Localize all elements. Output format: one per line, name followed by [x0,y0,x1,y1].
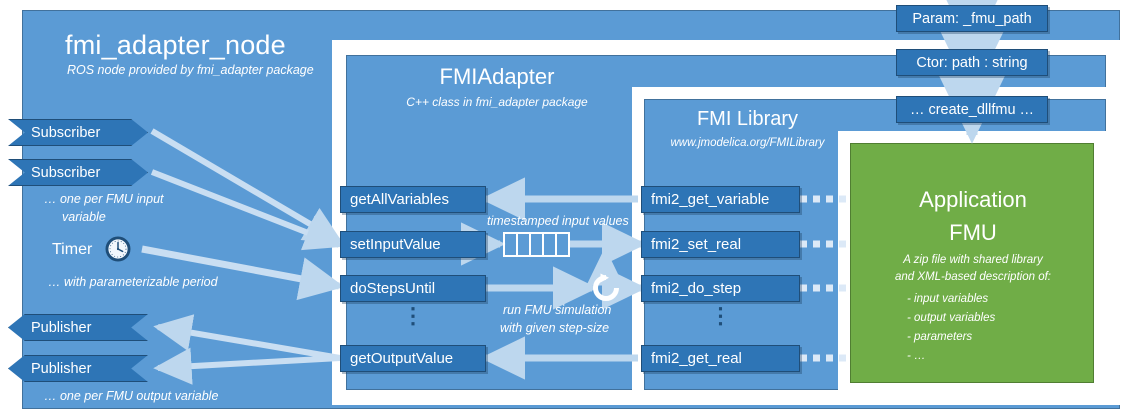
publisher-label: Publisher [31,319,92,336]
param-label: … create_dllfmu … [909,101,1035,118]
library-title: FMI Library [696,108,799,130]
function-label: fmi2_set_real [651,236,742,253]
fmu-description: A zip file with shared library and XML-b… [851,252,1095,285]
library-functions-ellipsis: ⋮ [709,303,732,328]
list-item: - input variables [907,293,989,305]
adapter-methods-ellipsis: ⋮ [402,303,424,328]
function-fmi2-set-real[interactable]: fmi2_set_real [641,231,800,258]
method-label: doStepsUntil [350,280,436,297]
list-item: - output variables [907,312,996,324]
sim-caption-line2: with given step-size [500,321,610,335]
publisher-node-1[interactable]: Publisher [8,314,148,341]
node-title: fmi_adapter_node [65,30,286,60]
library-subtitle: www.jmodelica.org/FMILibrary [670,137,825,149]
adapter-title: FMIAdapter [439,64,555,89]
publisher-node-2[interactable]: Publisher [8,355,148,382]
method-get-all-variables[interactable]: getAllVariables [340,186,486,213]
fmu-content-list: - input variables - output variables - p… [907,290,1095,366]
list-item: - parameters [907,331,973,343]
method-get-output-value[interactable]: getOutputValue [340,345,486,372]
create-dllfmu-box[interactable]: … create_dllfmu … [896,96,1048,123]
subscriber-note-line1: … one per FMU input [44,192,164,206]
input-value-buffer [503,232,570,257]
node-subtitle: ROS node provided by fmi_adapter package [67,63,314,77]
fmu-title-line1: Application [919,187,1027,212]
publisher-label: Publisher [31,360,92,377]
adapter-subtitle: C++ class in fmi_adapter package [406,95,588,109]
clock-icon [105,236,131,262]
ctor-path-string-box[interactable]: Ctor: path : string [896,49,1048,76]
subscriber-node-1[interactable]: Subscriber [8,119,148,146]
subscriber-label: Subscriber [31,164,101,181]
method-set-input-value[interactable]: setInputValue [340,231,486,258]
list-item: - … [907,350,926,362]
function-fmi2-get-variable[interactable]: fmi2_get_variable [641,186,800,213]
fmu-description-line1: A zip file with shared library [903,254,1043,266]
publisher-note: … one per FMU output variable [44,389,219,403]
function-label: fmi2_get_variable [651,191,770,208]
timer-label: Timer [52,241,93,258]
buffer-cell [544,234,557,255]
param-label: Param: _fmu_path [912,10,1032,27]
function-fmi2-do-step[interactable]: fmi2_do_step [641,275,800,302]
subscriber-node-2[interactable]: Subscriber [8,159,148,186]
param-label: Ctor: path : string [916,54,1028,71]
method-label: setInputValue [350,236,441,253]
function-label: fmi2_get_real [651,350,742,367]
sim-caption-line1: run FMU simulation [503,303,612,317]
buffer-caption: timestamped input values [487,214,629,228]
method-label: getOutputValue [350,350,454,367]
param-fmu-path-box[interactable]: Param: _fmu_path [896,5,1048,32]
subscriber-label: Subscriber [31,124,101,141]
function-label: fmi2_do_step [651,280,742,297]
buffer-cell [557,234,568,255]
subscriber-note-line2: variable [62,210,106,224]
fmu-title-line2: FMU [949,220,997,245]
application-fmu-panel: Application FMU A zip file with shared l… [850,143,1094,383]
fmu-description-line2: and XML-based description of: [895,270,1051,283]
method-do-steps-until[interactable]: doStepsUntil [340,275,486,302]
timer-note: … with parameterizable period [48,275,218,289]
method-label: getAllVariables [350,191,449,208]
buffer-cell [531,234,544,255]
function-fmi2-get-real[interactable]: fmi2_get_real [641,345,800,372]
buffer-cell [518,234,531,255]
refresh-loop-icon [593,273,619,301]
buffer-cell [505,234,518,255]
